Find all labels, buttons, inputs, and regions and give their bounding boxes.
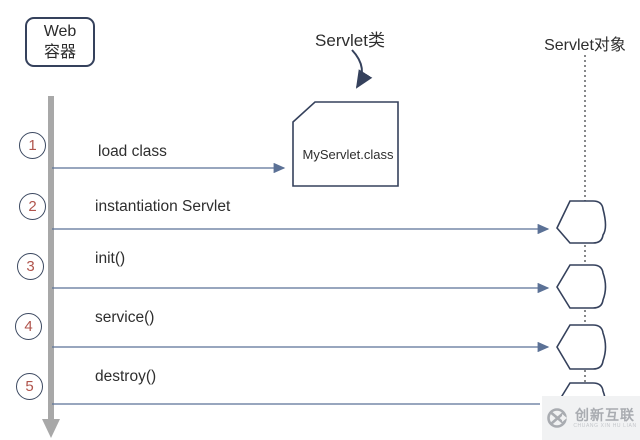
step-circle-2: 2 xyxy=(19,193,46,220)
timeline-arrow xyxy=(42,96,60,438)
instance-hexagon-2 xyxy=(556,264,607,309)
web-container-box: Web 容器 xyxy=(25,17,95,67)
class-file-label: MyServlet.class xyxy=(302,147,394,162)
servlet-object-label: Servlet对象 xyxy=(544,37,626,54)
instance-hexagon-1 xyxy=(556,200,607,244)
servlet-class-label: Servlet类 xyxy=(315,31,385,50)
watermark-tagline: CHUANG XIN HU LIAN xyxy=(573,422,637,429)
step-number-5: 5 xyxy=(25,378,34,395)
step-circle-3: 3 xyxy=(17,253,44,280)
instance-hexagon-3 xyxy=(556,324,607,370)
web-container-line2: 容器 xyxy=(43,44,76,61)
class-file-shape xyxy=(292,101,399,187)
step-number-2: 2 xyxy=(28,198,37,215)
step-label-init: init() xyxy=(95,250,126,267)
step-label-destroy: destroy() xyxy=(95,368,157,385)
watermark-logo-icon xyxy=(547,408,568,428)
step-number-4: 4 xyxy=(24,318,33,335)
web-container-line1: Web xyxy=(43,23,77,40)
step-number-1: 1 xyxy=(28,137,37,154)
watermark: 创新互联 CHUANG XIN HU LIAN xyxy=(542,396,640,440)
step-circle-4: 4 xyxy=(15,313,42,340)
step-label-load-class: load class xyxy=(98,143,167,160)
step-label-service: service() xyxy=(95,309,155,326)
step-number-3: 3 xyxy=(26,258,35,275)
step-circle-1: 1 xyxy=(19,132,46,159)
watermark-brand: 创新互联 xyxy=(575,406,635,423)
class-pointer-arrow xyxy=(351,49,373,89)
step-circle-5: 5 xyxy=(16,373,43,400)
step-label-instantiation: instantiation Servlet xyxy=(95,198,231,215)
